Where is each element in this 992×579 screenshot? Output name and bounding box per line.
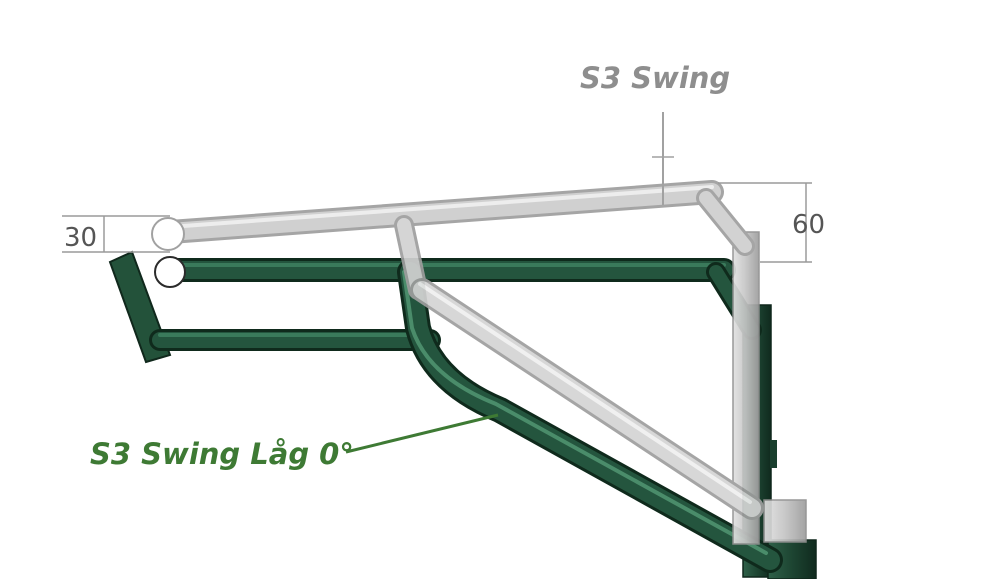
green-post-clamp	[770, 440, 777, 468]
green-bracket	[108, 250, 817, 579]
label-s3-swing-low-leader	[345, 413, 499, 454]
grey-post-base	[763, 499, 807, 543]
label-s3-swing-low: S3 Swing Låg 0°	[90, 437, 354, 471]
grey-bracket	[151, 112, 807, 545]
dimension-left: 30	[64, 223, 97, 253]
label-s3-swing: S3 Swing	[580, 61, 730, 95]
dimension-marks	[62, 182, 812, 263]
dimension-right: 60	[792, 210, 825, 240]
